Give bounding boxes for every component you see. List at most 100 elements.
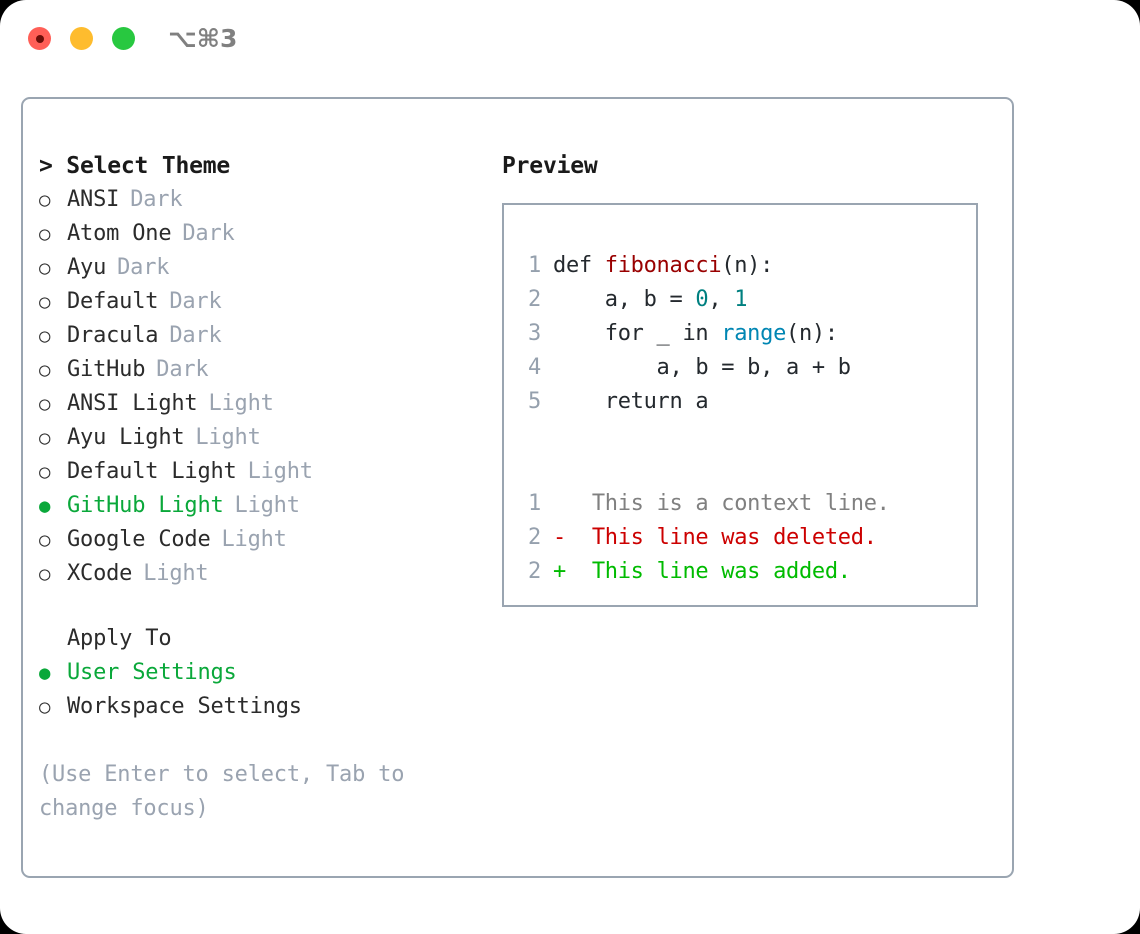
code-line: 4 a, b = b, a + b — [515, 351, 976, 385]
diff-text: This line was added. — [566, 555, 851, 589]
line-number: 2 — [528, 525, 541, 550]
code-preview-box: 1 def fibonacci(n): 2 a, b = 0, 1 3 for … — [502, 203, 978, 607]
code-text: a, b = 0, 1 — [553, 283, 748, 317]
theme-option-github-light[interactable]: ● GitHub Light Light — [39, 489, 479, 523]
code-text: for _ in range(n): — [553, 317, 838, 351]
code-text: def fibonacci(n): — [553, 249, 773, 283]
code-token: fibonacci — [604, 253, 722, 278]
list-spacer — [39, 591, 479, 622]
diff-text-value: This is a context line. — [591, 491, 890, 516]
code-token: (n): — [786, 321, 838, 346]
apply-to-option-workspace-settings[interactable]: ○ Workspace Settings — [39, 690, 479, 724]
theme-name: ANSI Light — [67, 391, 198, 416]
minimize-window-button[interactable] — [70, 27, 93, 50]
line-number: 2 — [528, 287, 541, 312]
diff-marker: + — [553, 559, 566, 584]
apply-to-option-user-settings[interactable]: ● User Settings — [39, 656, 479, 690]
theme-category: Light — [195, 425, 261, 450]
close-window-button[interactable] — [28, 27, 51, 50]
theme-option-ayu-light[interactable]: ○ Ayu Light Light — [39, 421, 479, 455]
diff-text: This line was deleted. — [566, 521, 877, 555]
theme-name: ANSI — [67, 187, 120, 212]
code-text: a, b = b, a + b — [553, 355, 852, 380]
code-token: (n): — [721, 253, 774, 278]
theme-category: Light — [221, 527, 287, 552]
theme-category: Light — [143, 561, 209, 586]
theme-name: Ayu — [67, 255, 107, 280]
theme-category: Dark — [156, 357, 209, 382]
diff-text-value: This line was deleted. — [591, 525, 877, 550]
theme-option-dracula[interactable]: ○ Dracula Dark — [39, 319, 479, 353]
theme-category: Light — [208, 391, 274, 416]
theme-category: Dark — [182, 221, 235, 246]
radio-icon: ○ — [39, 257, 51, 279]
keyboard-shortcut-label: ⌥⌘3 — [168, 24, 238, 53]
preview-title: Preview — [502, 153, 598, 179]
code-line: 2 a, b = 0, 1 — [515, 283, 976, 317]
keyboard-hint-text: (Use Enter to select, Tab to change focu… — [39, 762, 405, 821]
code-token: 0 — [695, 287, 709, 312]
page-title: > Select Theme — [39, 153, 231, 179]
theme-name: Google Code — [67, 527, 211, 552]
apply-to-title: Apply To — [67, 626, 172, 651]
theme-category: Dark — [169, 323, 222, 348]
theme-name: Atom One — [67, 221, 172, 246]
theme-category: Dark — [130, 187, 183, 212]
line-number: 1 — [528, 491, 541, 516]
radio-icon: ○ — [39, 563, 51, 585]
radio-icon: ○ — [39, 427, 51, 449]
theme-name: GitHub Light — [67, 493, 224, 518]
hint-spacer — [39, 724, 479, 758]
theme-option-github[interactable]: ○ GitHub Dark — [39, 353, 479, 387]
radio-icon: ○ — [39, 696, 51, 718]
theme-option-default-light[interactable]: ○ Default Light Light — [39, 455, 479, 489]
code-line: 3 for _ in range(n): — [515, 317, 976, 351]
line-number: 5 — [528, 389, 541, 414]
radio-icon: ○ — [39, 461, 51, 483]
diff-marker: - — [553, 525, 566, 550]
maximize-window-button[interactable] — [112, 27, 135, 50]
code-token: def — [553, 253, 605, 278]
theme-option-ayu[interactable]: ○ Ayu Dark — [39, 251, 479, 285]
radio-icon: ○ — [39, 325, 51, 347]
radio-selected-icon: ● — [39, 495, 51, 517]
theme-option-ansi[interactable]: ○ ANSI Dark — [39, 183, 479, 217]
diff-sample: 1 This is a context line. 2 - This line … — [515, 487, 976, 589]
main-panel: > Select Theme ○ ANSI Dark ○ Atom One Da… — [21, 97, 1014, 878]
theme-name: GitHub — [67, 357, 146, 382]
theme-picker-column: > Select Theme ○ ANSI Dark ○ Atom One Da… — [39, 149, 479, 826]
radio-icon: ○ — [39, 189, 51, 211]
theme-option-atom-one[interactable]: ○ Atom One Dark — [39, 217, 479, 251]
theme-category: Light — [234, 493, 300, 518]
line-number: 1 — [528, 253, 541, 278]
theme-list: ○ ANSI Dark ○ Atom One Dark ○ Ayu Dark — [39, 183, 479, 591]
code-token: 1 — [734, 287, 748, 312]
theme-category: Light — [247, 459, 313, 484]
title-bar: ⌥⌘3 — [0, 0, 1140, 78]
preview-column: Preview 1 def fibonacci(n): 2 a, b = 0, … — [502, 149, 1002, 607]
code-line: 1 def fibonacci(n): — [515, 249, 976, 283]
theme-name: Ayu Light — [67, 425, 185, 450]
radio-icon: ○ — [39, 359, 51, 381]
apply-to-label: Workspace Settings — [67, 694, 302, 719]
line-number: 3 — [528, 321, 541, 346]
code-diff-separator — [515, 419, 976, 453]
radio-selected-icon: ● — [39, 662, 51, 684]
apply-to-group: Apply To ● User Settings ○ Workspace Set… — [39, 622, 479, 724]
radio-icon: ○ — [39, 291, 51, 313]
theme-option-ansi-light[interactable]: ○ ANSI Light Light — [39, 387, 479, 421]
diff-marker — [553, 487, 566, 521]
radio-icon: ○ — [39, 529, 51, 551]
traffic-lights — [28, 27, 135, 50]
diff-line-added: 2 + This line was added. — [515, 555, 976, 589]
code-sample: 1 def fibonacci(n): 2 a, b = 0, 1 3 for … — [515, 249, 976, 419]
code-line: 5 return a — [515, 385, 976, 419]
code-token: a, b = — [553, 287, 696, 312]
diff-line-context: 1 This is a context line. — [515, 487, 976, 521]
theme-name: XCode — [67, 561, 133, 586]
theme-option-default[interactable]: ○ Default Dark — [39, 285, 479, 319]
theme-option-xcode[interactable]: ○ XCode Light — [39, 557, 479, 591]
radio-icon: ○ — [39, 223, 51, 245]
theme-option-google-code[interactable]: ○ Google Code Light — [39, 523, 479, 557]
